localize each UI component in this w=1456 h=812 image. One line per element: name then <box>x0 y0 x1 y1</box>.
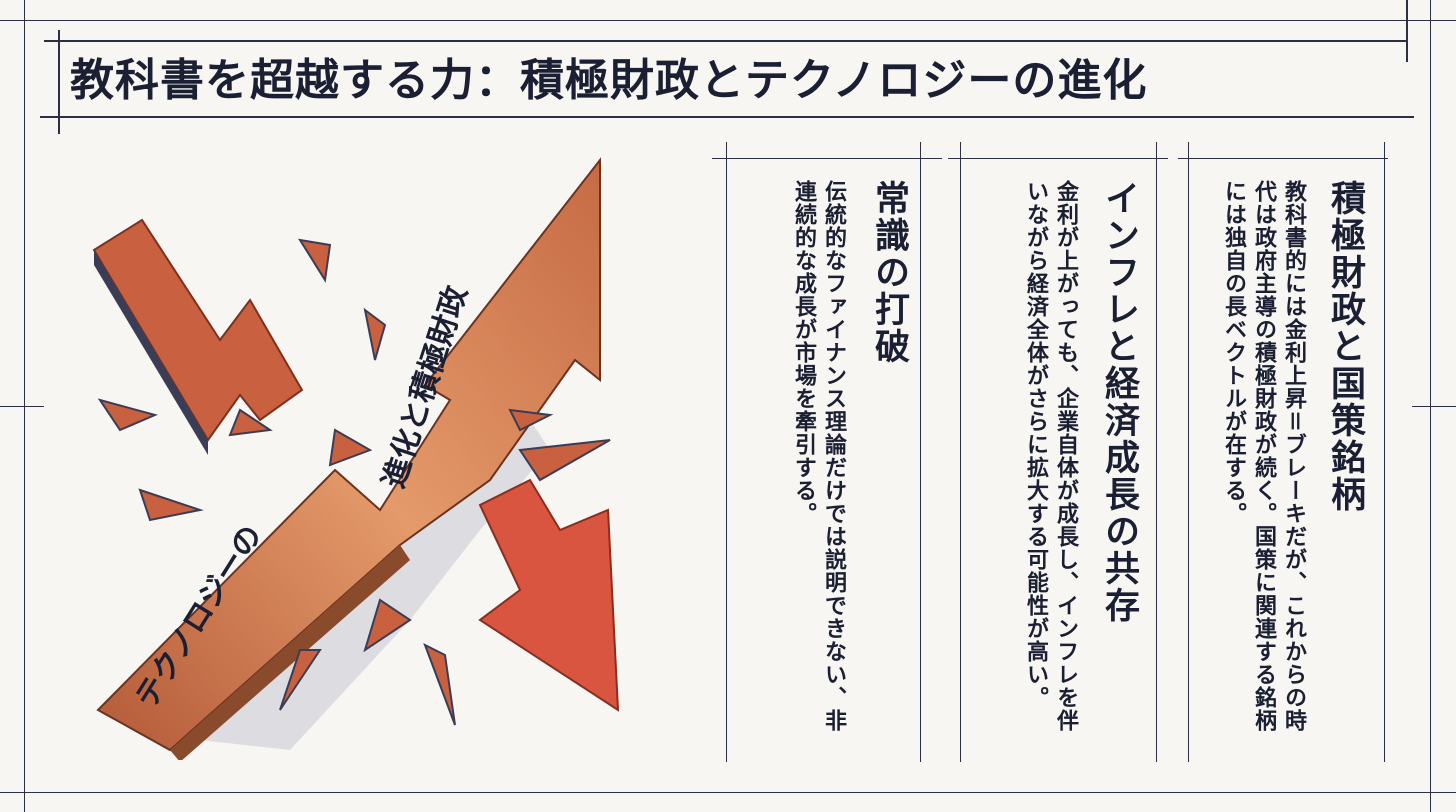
title-box-bottom <box>40 116 1414 118</box>
title-box-top <box>44 40 1406 42</box>
frame-left-tick <box>0 406 44 407</box>
down-arrow-upper <box>92 218 304 442</box>
column-divider <box>1188 142 1189 762</box>
page-title: 教科書を超越する力：積極財政とテクノロジーの進化 <box>70 55 1148 106</box>
column-heading: 積極財政と国策銘柄 <box>1325 180 1365 513</box>
frame-right-tick <box>1412 406 1456 407</box>
up-arrow-side <box>170 545 410 760</box>
column-heading: 常識の打破 <box>869 180 909 365</box>
frame-bottom-line <box>0 792 1456 793</box>
column-divider <box>712 158 942 159</box>
arrows-illustration: 進化と積極財政 テクノロジーの <box>92 157 620 760</box>
shard <box>297 238 332 283</box>
shard <box>363 307 387 361</box>
column-heading: インフレと経済成長の共存 <box>1099 180 1139 624</box>
shard <box>97 398 159 432</box>
shard <box>423 642 456 726</box>
column-body: 伝統的なファイナンス理論だけでは説明できない、非連続的な成長が市場を牽引する。 <box>791 180 846 732</box>
shard <box>328 428 373 467</box>
column-divider <box>1178 158 1388 159</box>
column-divider <box>948 158 1168 159</box>
title-box-right <box>1406 0 1408 62</box>
shard <box>363 598 412 653</box>
column-divider <box>726 142 727 762</box>
shard <box>138 488 204 522</box>
down-arrow-tip <box>478 478 620 712</box>
frame-top-line <box>0 20 1456 21</box>
down-arrow-upper-side <box>94 250 208 455</box>
shard <box>508 408 554 432</box>
column-divider <box>1156 142 1157 762</box>
shard <box>518 439 611 482</box>
column-divider <box>960 142 961 762</box>
shard <box>279 649 322 711</box>
column-body: 教科書的には金利上昇＝ブレーキだが、これからの時代は政府主導の積極財政が続く。国… <box>1221 180 1306 733</box>
up-arrow-body <box>96 157 601 752</box>
column-divider <box>920 142 921 762</box>
shard <box>228 408 273 437</box>
title-box-left <box>58 30 60 134</box>
column-divider <box>1384 142 1385 762</box>
column-body: 金利が上がっても、企業自体が成長し、インフレを伴いながら経済全体がさらに拡大する… <box>1023 180 1078 732</box>
